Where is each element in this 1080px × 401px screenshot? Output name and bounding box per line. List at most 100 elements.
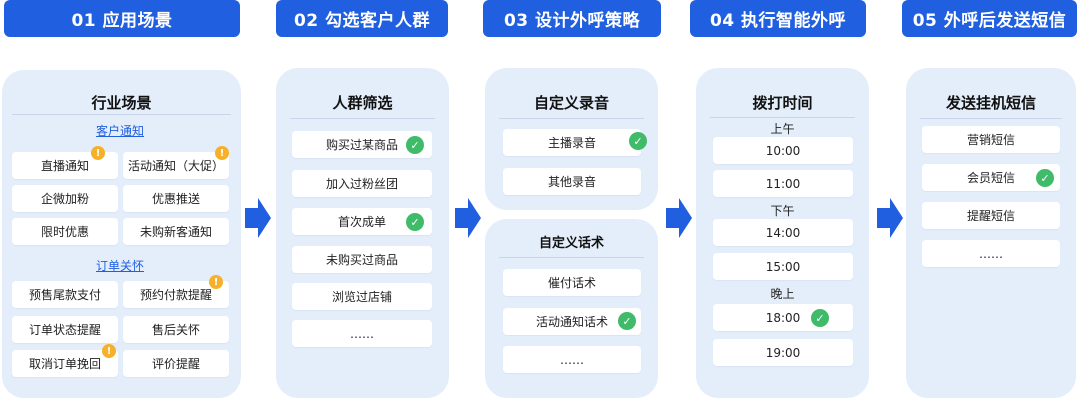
crowd-joined-fanclub[interactable]: 加入过粉丝团 bbox=[292, 170, 432, 197]
crowd-never-bought[interactable]: 未购买过商品 bbox=[292, 246, 432, 273]
scene-promo-notice[interactable]: 活动通知（大促） bbox=[123, 152, 229, 179]
recording-other[interactable]: 其他录音 bbox=[503, 168, 641, 195]
check-icon: ✓ bbox=[618, 312, 636, 330]
crowd-filter-title: 人群筛选 bbox=[332, 94, 393, 112]
item-label: 预约付款提醒 bbox=[139, 288, 212, 302]
check-icon: ✓ bbox=[629, 132, 647, 150]
item-label: 10:00 bbox=[765, 143, 801, 158]
script-more[interactable]: …… bbox=[503, 346, 641, 373]
divider bbox=[499, 118, 644, 119]
item-label: 未购新客通知 bbox=[139, 225, 212, 239]
arrow-right-icon bbox=[877, 198, 903, 238]
item-label: 评价提醒 bbox=[151, 357, 200, 371]
item-label: 营销短信 bbox=[966, 133, 1015, 147]
item-label: 提醒短信 bbox=[966, 209, 1015, 223]
item-label: 会员短信 bbox=[966, 171, 1015, 185]
sms-reminder[interactable]: 提醒短信 bbox=[922, 202, 1060, 229]
step-4-header: 04 执行智能外呼 bbox=[690, 0, 866, 37]
scene-payment-reminder[interactable]: 预约付款提醒 bbox=[123, 281, 229, 308]
crowd-browsed-store[interactable]: 浏览过店铺 bbox=[292, 283, 432, 310]
exclamation-icon: ! bbox=[209, 275, 223, 289]
crowd-more[interactable]: …… bbox=[292, 320, 432, 347]
item-label: 催付话术 bbox=[547, 276, 596, 290]
divider bbox=[499, 257, 644, 258]
period-afternoon: 下午 bbox=[770, 204, 795, 218]
custom-script-title: 自定义话术 bbox=[538, 236, 604, 251]
sms-marketing[interactable]: 营销短信 bbox=[922, 126, 1060, 153]
item-label: …… bbox=[560, 352, 584, 367]
item-label: 加入过粉丝团 bbox=[325, 177, 398, 191]
item-label: 首次成单 bbox=[337, 215, 386, 229]
recording-anchor[interactable]: 主播录音 bbox=[503, 129, 641, 156]
step-3-script-card: 自定义话术 催付话术 活动通知话术 ✓ …… bbox=[485, 219, 658, 398]
group-customer-notice[interactable]: 客户通知 bbox=[96, 124, 145, 138]
scene-cancel-recovery[interactable]: 取消订单挽回 bbox=[12, 350, 118, 377]
script-payment-urge[interactable]: 催付话术 bbox=[503, 269, 641, 296]
call-time-title: 拨打时间 bbox=[752, 94, 813, 112]
scene-wecom-fans[interactable]: 企微加粉 bbox=[12, 185, 118, 212]
divider bbox=[710, 117, 855, 118]
item-label: 活动通知（大促） bbox=[127, 159, 224, 173]
step-1-header: 01 应用场景 bbox=[4, 0, 240, 37]
step-5-header: 05 外呼后发送短信 bbox=[902, 0, 1077, 37]
item-label: 限时优惠 bbox=[40, 225, 89, 239]
item-label: 购买过某商品 bbox=[325, 138, 398, 152]
step-3-header: 03 设计外呼策略 bbox=[483, 0, 661, 37]
step-2-card: 人群筛选 购买过某商品 ✓ 加入过粉丝团 首次成单 ✓ 未购买过商品 浏览过店铺… bbox=[276, 68, 449, 398]
item-label: 其他录音 bbox=[547, 175, 596, 189]
step-3-recording-card: 自定义录音 主播录音 ✓ 其他录音 bbox=[485, 68, 658, 210]
divider bbox=[920, 118, 1062, 119]
item-label: 取消订单挽回 bbox=[28, 357, 101, 371]
time-slot-1100[interactable]: 11:00 bbox=[713, 170, 853, 197]
exclamation-icon: ! bbox=[102, 344, 116, 358]
item-label: 主播录音 bbox=[547, 136, 596, 150]
check-icon: ✓ bbox=[1036, 169, 1054, 187]
step-4-card: 拨打时间 上午 10:00 11:00 下午 14:00 15:00 晚上 18… bbox=[696, 68, 869, 398]
custom-recording-title: 自定义录音 bbox=[533, 94, 609, 112]
check-icon: ✓ bbox=[811, 309, 829, 327]
period-morning: 上午 bbox=[770, 122, 795, 136]
arrow-right-icon bbox=[455, 198, 481, 238]
item-label: 直播通知 bbox=[40, 159, 89, 173]
item-label: …… bbox=[350, 326, 374, 341]
item-label: 企微加粉 bbox=[40, 192, 89, 206]
script-activity-notice[interactable]: 活动通知话术 bbox=[503, 308, 641, 335]
group-order-care[interactable]: 订单关怀 bbox=[96, 259, 145, 273]
scene-presale-balance[interactable]: 预售尾款支付 bbox=[12, 281, 118, 308]
time-slot-1000[interactable]: 10:00 bbox=[713, 137, 853, 164]
item-label: 订单状态提醒 bbox=[28, 323, 101, 337]
check-icon: ✓ bbox=[406, 136, 424, 154]
scene-order-status[interactable]: 订单状态提醒 bbox=[12, 316, 118, 343]
time-slot-1500[interactable]: 15:00 bbox=[713, 253, 853, 280]
scene-new-customer[interactable]: 未购新客通知 bbox=[123, 218, 229, 245]
item-label: …… bbox=[979, 246, 1003, 261]
item-label: 优惠推送 bbox=[151, 192, 200, 206]
item-label: 未购买过商品 bbox=[325, 253, 398, 267]
hangup-sms-title: 发送挂机短信 bbox=[945, 94, 1036, 112]
check-icon: ✓ bbox=[406, 213, 424, 231]
divider bbox=[290, 118, 435, 119]
time-slot-1400[interactable]: 14:00 bbox=[713, 219, 853, 246]
item-label: 预售尾款支付 bbox=[28, 288, 101, 302]
step-2-header: 02 勾选客户人群 bbox=[276, 0, 448, 37]
divider bbox=[12, 114, 231, 115]
time-slot-1800[interactable]: 18:00 bbox=[713, 304, 853, 331]
arrow-right-icon bbox=[666, 198, 692, 238]
time-slot-1900[interactable]: 19:00 bbox=[713, 339, 853, 366]
scene-discount-push[interactable]: 优惠推送 bbox=[123, 185, 229, 212]
scene-after-sales[interactable]: 售后关怀 bbox=[123, 316, 229, 343]
item-label: 19:00 bbox=[765, 345, 801, 360]
item-label: 11:00 bbox=[765, 176, 801, 191]
sms-more[interactable]: …… bbox=[922, 240, 1060, 267]
industry-scene-title: 行业场景 bbox=[91, 94, 152, 112]
item-label: 18:00 bbox=[765, 310, 801, 325]
item-label: 活动通知话术 bbox=[535, 315, 608, 329]
exclamation-icon: ! bbox=[91, 146, 105, 160]
scene-limited-offer[interactable]: 限时优惠 bbox=[12, 218, 118, 245]
period-evening: 晚上 bbox=[770, 287, 795, 301]
item-label: 14:00 bbox=[765, 225, 801, 240]
item-label: 15:00 bbox=[765, 259, 801, 274]
scene-review-reminder[interactable]: 评价提醒 bbox=[123, 350, 229, 377]
arrow-right-icon bbox=[245, 198, 271, 238]
step-1-card: 行业场景 客户通知 直播通知 ! 活动通知（大促） ! 企微加粉 优惠推送 限时… bbox=[2, 70, 241, 398]
